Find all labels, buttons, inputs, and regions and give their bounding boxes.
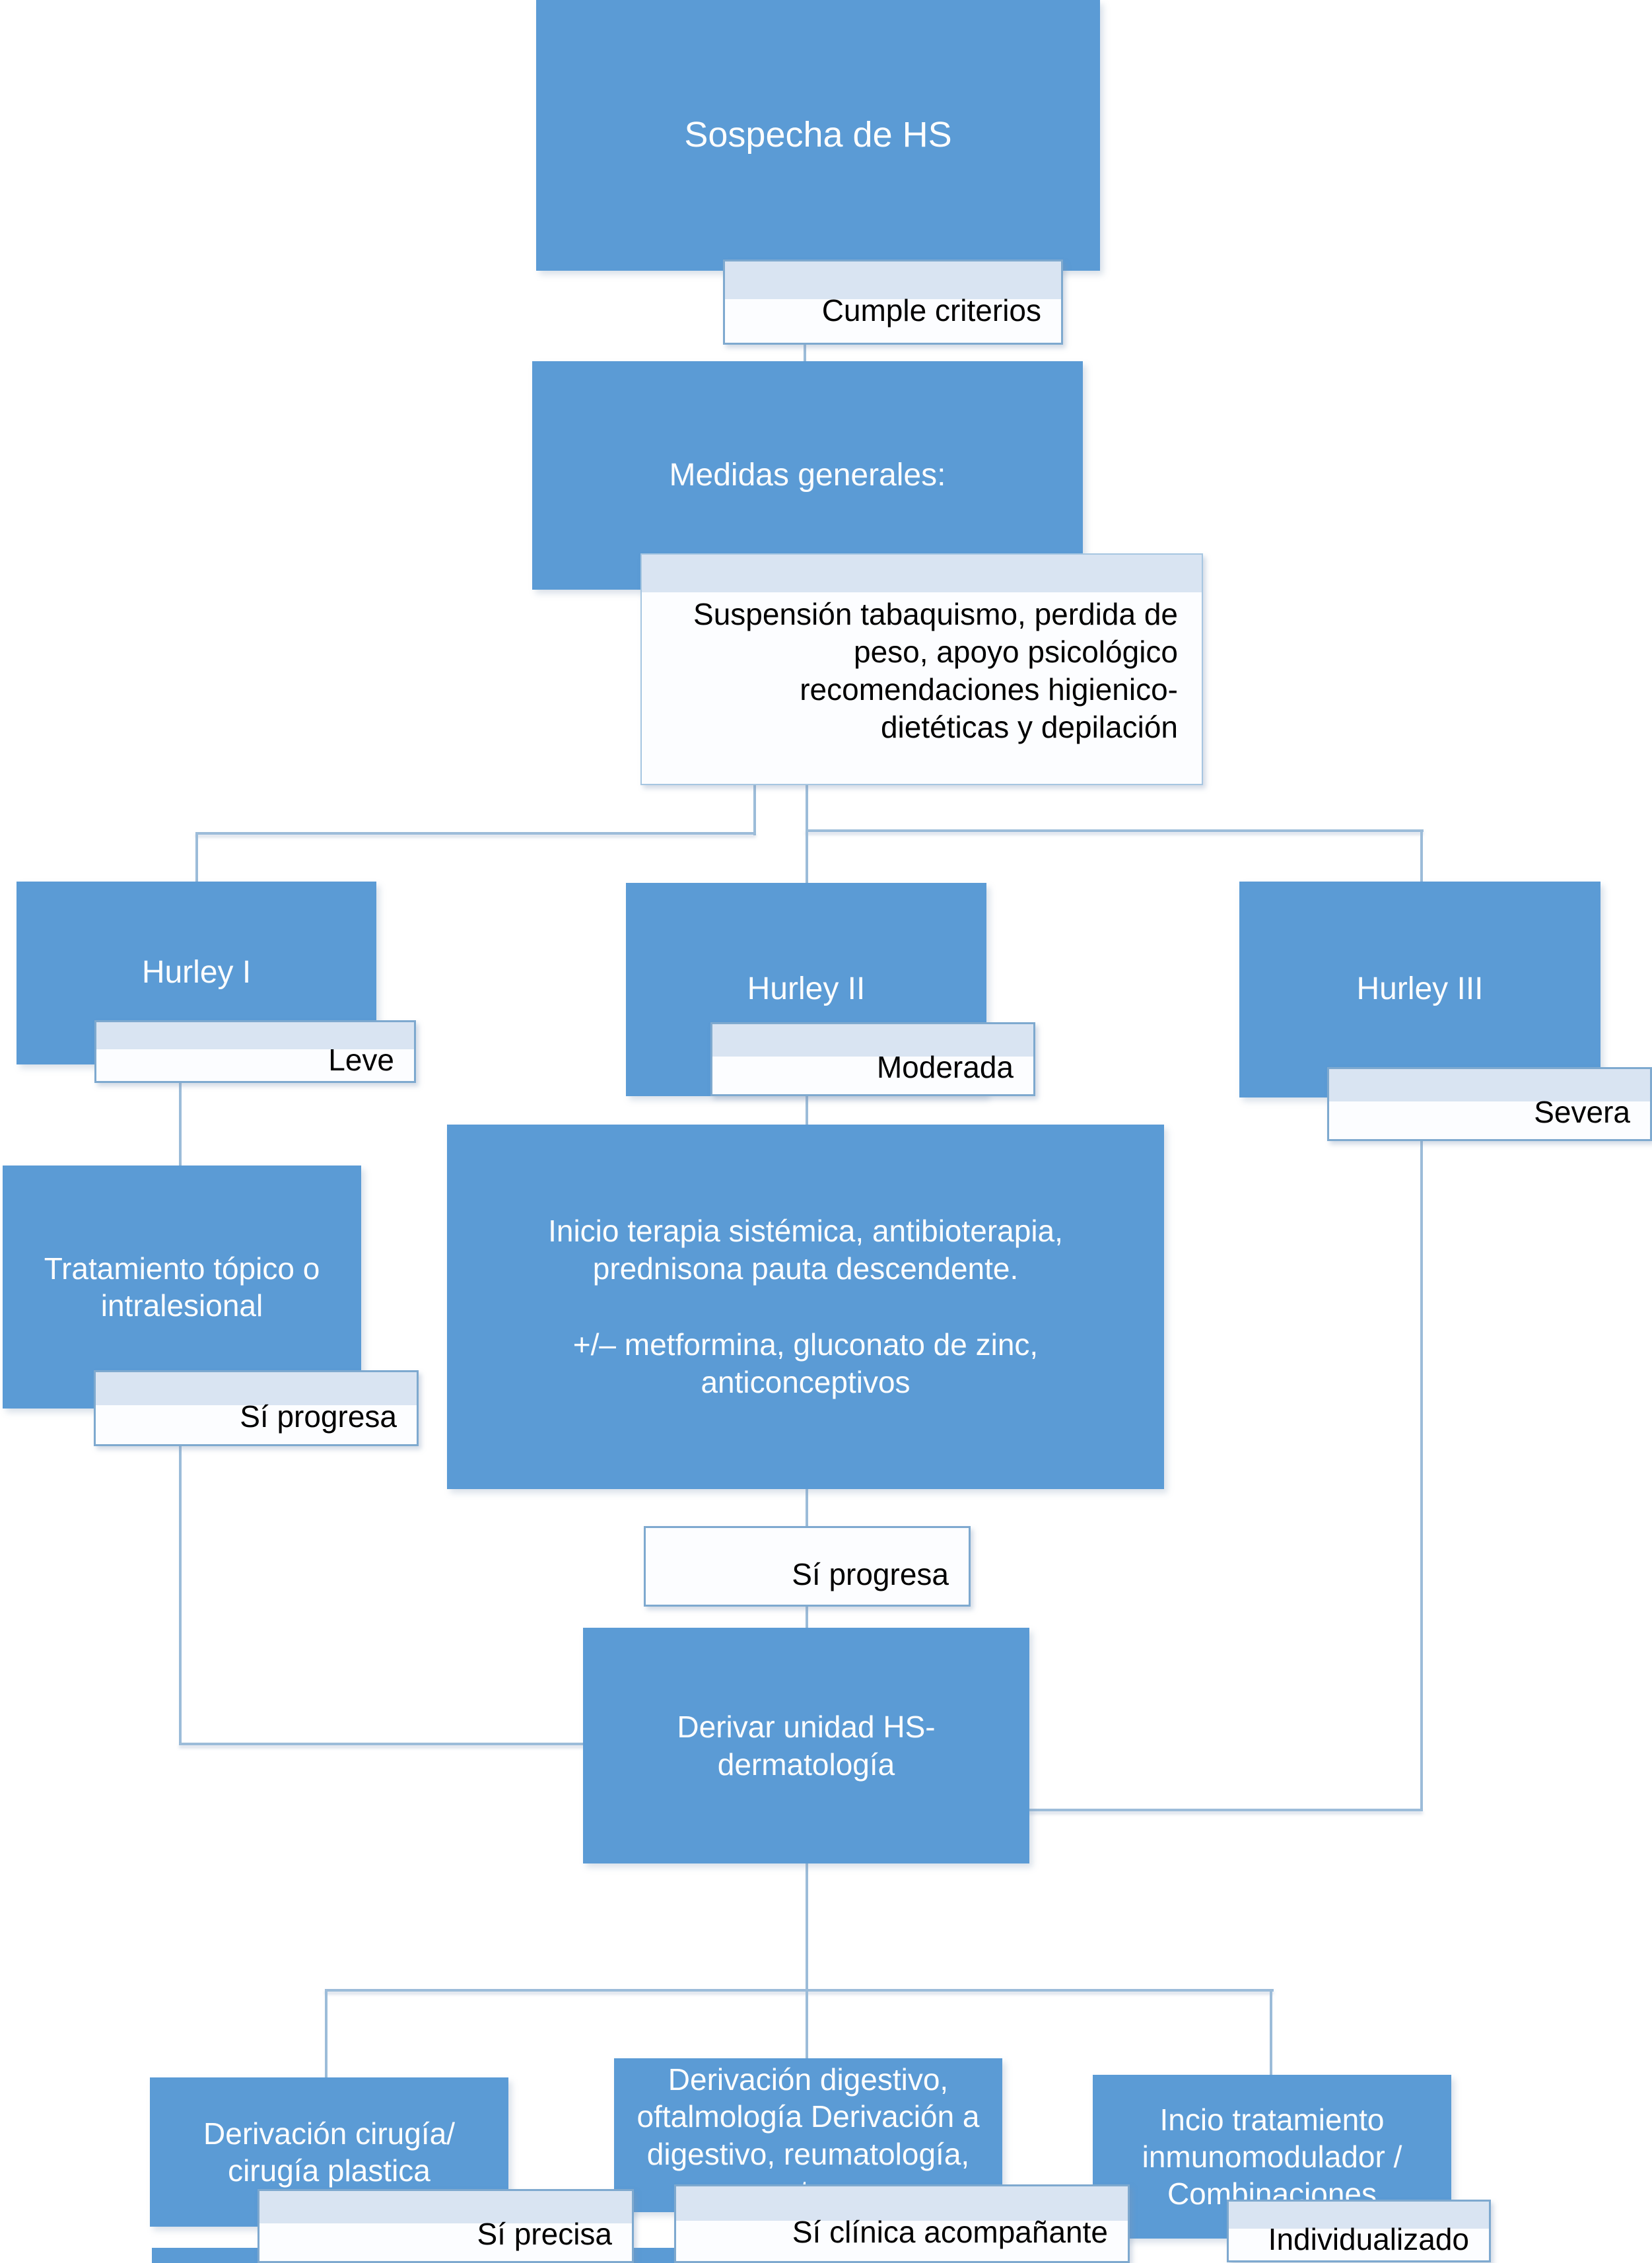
label-band [712,1024,1033,1057]
connector-to-derivacion-cirugia [325,1989,327,2079]
connector-siprogresa-to-derivar [806,1605,808,1629]
label-band [259,2191,632,2223]
connector-to-inicio-inmuno [1270,1989,1272,2076]
node-derivar-unidad-hs-text: Derivar unidad HS- dermatología [677,1710,936,1782]
label-band [725,261,1061,299]
label-si-precisa-text: Sí precisa [477,2217,612,2251]
label-cumple-criterios-text: Cumple criterios [821,293,1041,328]
node-inicio-terapia-sistemica: Inicio terapia sistémica, antibioterapia… [447,1125,1164,1489]
node-medidas-generales: Medidas generales: [532,361,1083,590]
label-band [96,1372,417,1406]
label-severa-text: Severa [1534,1095,1630,1129]
connector-left-to-derivar [179,1743,584,1745]
label-si-precisa: Sí precisa [258,2189,634,2263]
label-si-progresa-izquierda-text: Sí progresa [240,1399,397,1434]
node-sospecha-hs: Sospecha de HS [536,0,1100,271]
panel-medidas-detalle: Suspensión tabaquismo, perdida de peso, … [640,553,1203,785]
node-hurley-iii: Hurley III [1239,882,1600,1097]
node-inicio-inmunomodulador-text: Incio tratamiento inmunomodulador / Comb… [1142,2102,1402,2211]
node-derivacion-digestivo-text: Derivación digestivo, oftalmología Deriv… [637,2062,980,2208]
connector-derivar-down [806,1862,808,1992]
label-moderada: Moderada [710,1022,1035,1096]
panel-medidas-detalle-text: Suspensión tabaquismo, perdida de peso, … [693,597,1178,745]
node-derivacion-cirugia-text: Derivación cirugía/ cirugía plastica [203,2116,455,2188]
connector-right-to-derivar [1028,1809,1423,1811]
label-band [1329,1069,1650,1101]
connector-severa-vertical [1420,1140,1423,1811]
node-hurley-i-text: Hurley I [141,955,252,991]
label-severa: Severa [1327,1067,1652,1141]
label-si-clinica-acompanante: Sí clínica acompañante [674,2184,1130,2263]
node-inicio-terapia-sistemica-text: Inicio terapia sistémica, antibioterapia… [548,1214,1063,1399]
connector-to-hurley-ii [806,829,808,884]
panel-top-band [642,555,1202,592]
label-leve: Leve [94,1020,416,1083]
connector-to-hurley-i [195,832,198,883]
connector-cumple-to-medidas [804,342,806,363]
label-individualizado: Individualizado [1227,2200,1491,2262]
node-sospecha-hs-text: Sospecha de HS [684,115,952,155]
label-band [676,2186,1128,2221]
label-si-progresa-centro-text: Sí progresa [792,1557,949,1591]
connector-suspension-stub-left [753,783,756,835]
label-band [1229,2202,1489,2229]
connector-bottom-branch-horizontal [325,1989,1274,1992]
label-leve-text: Leve [328,1042,394,1077]
connector-branch-left-horizontal [195,832,756,835]
node-hurley-iii-text: Hurley III [1356,971,1484,1007]
node-tratamiento-topico: Tratamiento tópico o intralesional [3,1166,361,1409]
connector-inicio-to-siprogresa [806,1488,808,1527]
connector-siprogresa-izq-vertical [179,1445,182,1745]
connector-moderada-to-inicio [806,1095,808,1126]
label-si-clinica-acompanante-text: Sí clínica acompañante [792,2214,1108,2249]
label-si-progresa-izquierda: Sí progresa [94,1370,419,1446]
label-band [96,1022,414,1049]
label-individualizado-text: Individualizado [1268,2221,1469,2256]
label-moderada-text: Moderada [876,1050,1014,1084]
connector-leve-to-tratamiento [179,1080,182,1167]
connector-to-derivacion-digestivo [806,1989,808,2060]
connector-to-hurley-iii [1420,829,1423,883]
connector-branch-right-horizontal [806,829,1424,832]
label-cumple-criterios: Cumple criterios [723,260,1063,345]
node-tratamiento-topico-text: Tratamiento tópico o intralesional [44,1251,320,1323]
node-medidas-generales-text: Medidas generales: [669,457,946,493]
node-hurley-ii-text: Hurley II [747,971,866,1007]
connector-suspension-stub-right [806,783,808,832]
label-si-progresa-centro: Sí progresa [644,1526,971,1607]
node-derivar-unidad-hs: Derivar unidad HS- dermatología [583,1628,1029,1863]
